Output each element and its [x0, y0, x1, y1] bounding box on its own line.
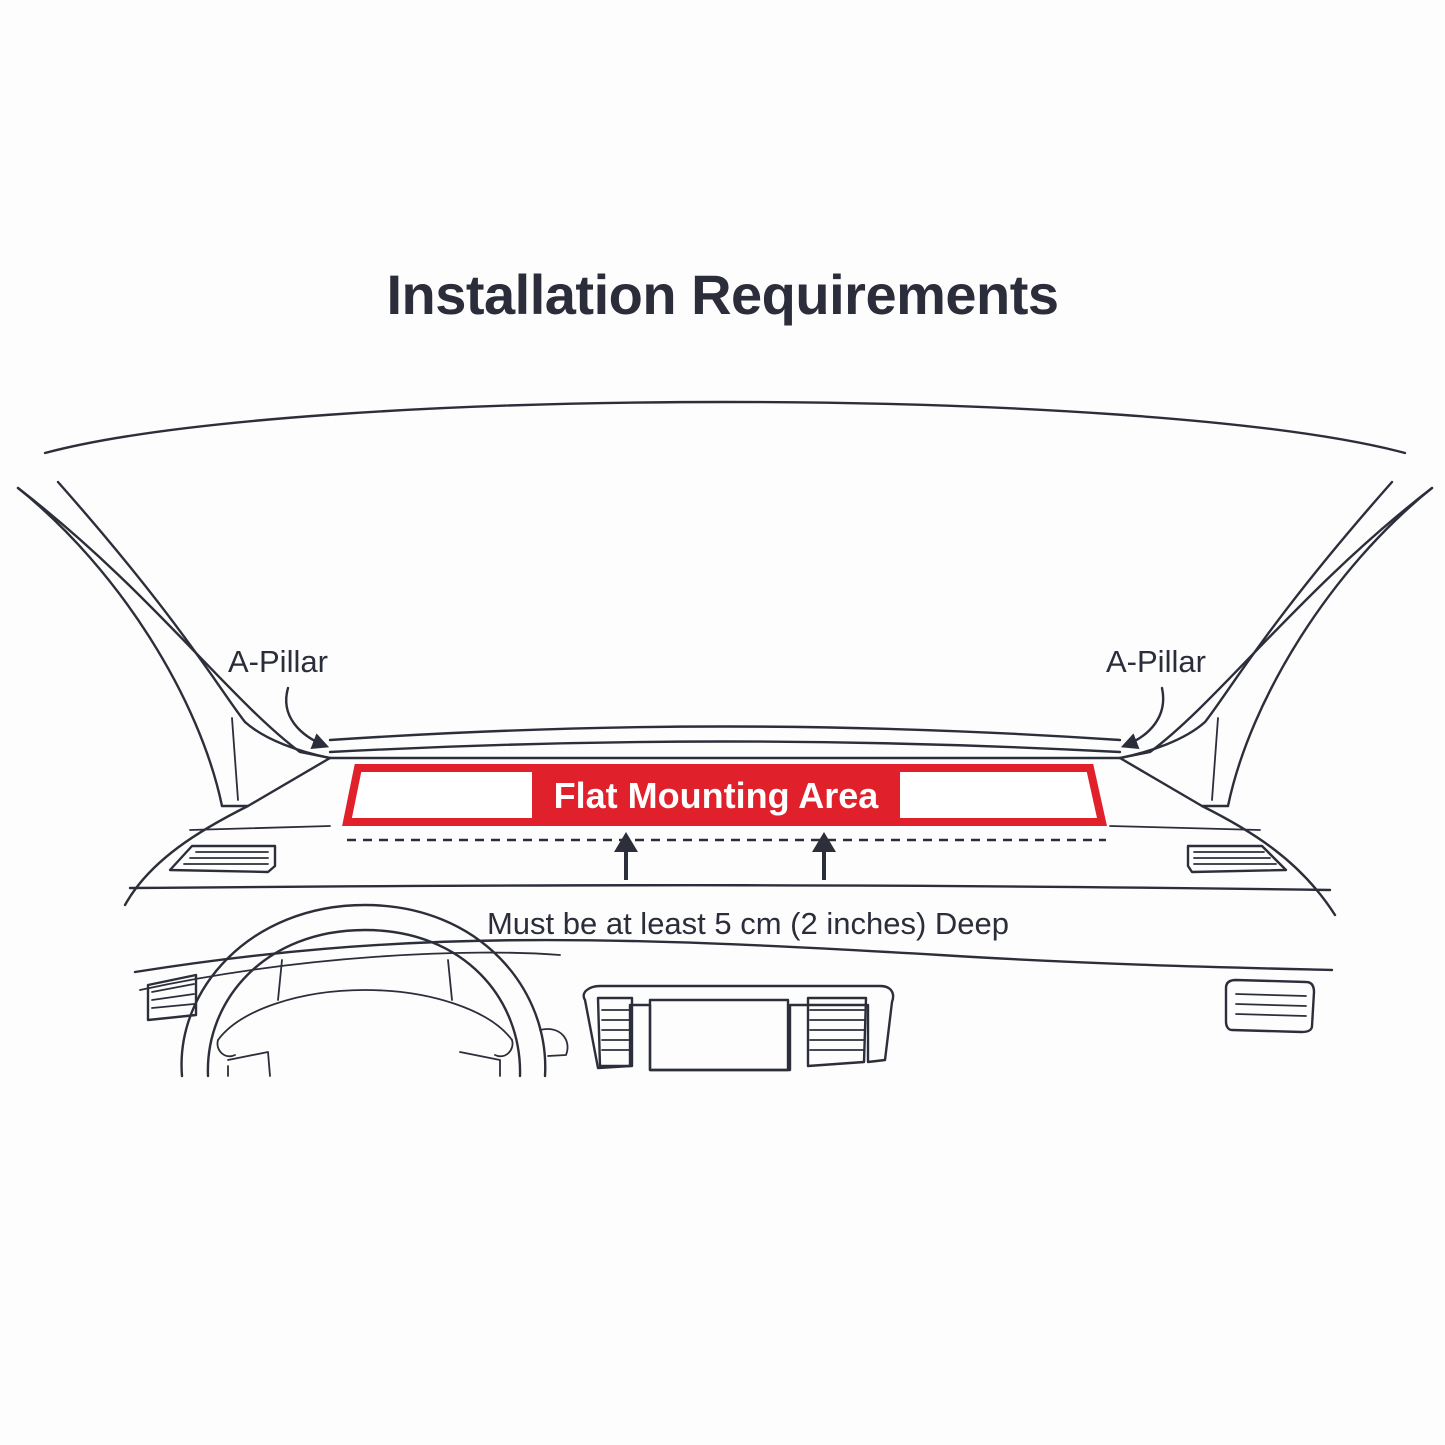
a-pillar-right-label: A-Pillar — [1106, 644, 1206, 679]
a-pillar-right-shape — [1118, 480, 1434, 808]
dash-cowl — [328, 725, 1122, 742]
a-pillar-left-callout — [285, 686, 330, 750]
page-title: Installation Requirements — [386, 263, 1059, 326]
depth-note: Must be at least 5 cm (2 inches) Deep — [487, 906, 1009, 941]
depth-arrow-left — [614, 832, 638, 880]
a-pillar-left-label: A-Pillar — [228, 644, 328, 679]
vent-right-lower — [1224, 978, 1316, 1034]
a-pillar-right-callout — [1120, 686, 1165, 750]
steering-wheel — [180, 903, 547, 1078]
depth-arrow-right — [812, 832, 836, 880]
center-console — [582, 984, 895, 1072]
mounting-area-label: Flat Mounting Area — [554, 775, 880, 816]
a-pillar-left-shape — [16, 480, 332, 808]
vent-left-upper — [168, 844, 277, 874]
vent-right-upper — [1186, 844, 1288, 874]
vent-left-lower — [146, 973, 198, 1022]
roof-line — [43, 400, 1407, 455]
flat-mounting-area: Flat Mounting Area — [342, 764, 1107, 826]
